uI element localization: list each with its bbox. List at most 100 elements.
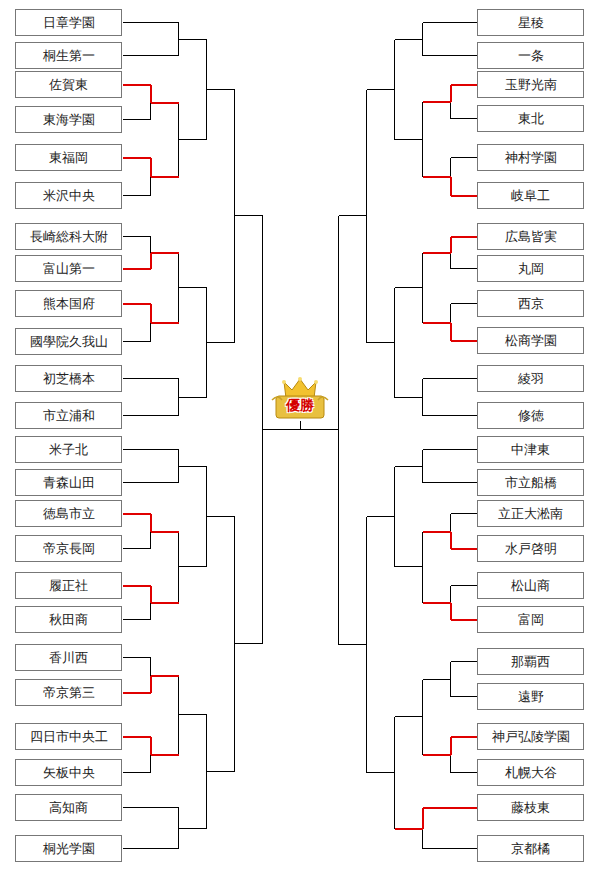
bracket-line: [150, 603, 151, 620]
bracket-line: [123, 807, 179, 808]
bracket-line: [394, 467, 395, 517]
team-box: 佐賀東: [15, 71, 122, 98]
bracket-line: [206, 517, 207, 567]
bracket-line: [339, 215, 367, 216]
bracket-line: [366, 517, 367, 645]
team-box: 丸岡: [477, 255, 584, 282]
team-box: 帝京第三: [15, 679, 122, 706]
team-name: 神村学園: [505, 151, 557, 164]
winner-line: [150, 158, 152, 177]
champion-label: 優勝: [270, 398, 330, 412]
bracket-line: [123, 22, 179, 23]
winner-line: [151, 176, 179, 178]
bracket-line: [422, 680, 423, 717]
team-box: 神村学園: [477, 144, 584, 171]
bracket-line: [263, 429, 301, 430]
bracket-line: [123, 548, 151, 549]
bracket-line: [262, 216, 263, 430]
bracket-line: [423, 22, 478, 23]
team-name: 松商学園: [505, 334, 557, 347]
bracket-line: [422, 140, 423, 177]
winner-line: [450, 323, 452, 341]
team-name: 藤枝東: [511, 801, 550, 814]
bracket-line: [178, 532, 179, 567]
bracket-line: [206, 90, 207, 140]
team-name: 東福岡: [49, 151, 88, 164]
bracket-line: [178, 676, 179, 715]
team-box: 富岡: [477, 606, 584, 633]
winner-line: [450, 85, 452, 102]
bracket-line: [422, 102, 423, 140]
team-name: 一条: [518, 49, 544, 62]
team-name: 那覇西: [511, 655, 550, 668]
bracket-line: [451, 772, 478, 773]
winner-line: [451, 548, 478, 550]
bracket-line: [395, 566, 423, 567]
bracket-line: [179, 287, 207, 288]
bracket-line: [423, 378, 478, 379]
winner-line: [423, 754, 451, 756]
winner-line: [151, 754, 179, 756]
winner-line: [150, 253, 152, 269]
bracket-line: [394, 717, 395, 773]
bracket-line: [394, 773, 395, 829]
team-box: 水戸啓明: [477, 535, 584, 562]
bracket-line: [178, 398, 179, 416]
bracket-line: [450, 680, 451, 697]
bracket-line: [395, 287, 423, 288]
bracket-line: [451, 696, 478, 697]
team-name: 京都橘: [511, 842, 550, 855]
winner-line: [123, 736, 151, 738]
bracket-line: [422, 450, 423, 467]
bracket-line: [150, 755, 151, 773]
team-name: 秋田商: [49, 613, 88, 626]
bracket-line: [301, 429, 339, 430]
team-box: 初芝橋本: [15, 365, 122, 392]
bracket-line: [423, 449, 478, 450]
bracket-line: [300, 421, 301, 430]
team-name: 綾羽: [518, 372, 544, 385]
bracket-line: [178, 23, 179, 40]
bracket-line: [450, 514, 451, 532]
bracket-line: [178, 715, 179, 755]
team-box: 桐光学園: [15, 835, 122, 862]
bracket-line: [123, 236, 151, 237]
bracket-line: [234, 517, 235, 644]
team-box: 日章学園: [15, 9, 122, 36]
bracket-line: [206, 715, 207, 772]
bracket-line: [123, 119, 151, 120]
bracket-line: [422, 23, 423, 40]
team-name: 高知商: [49, 801, 88, 814]
bracket-line: [451, 118, 478, 119]
team-name: 香川西: [49, 651, 88, 664]
team-name: 遠野: [518, 690, 544, 703]
bracket-line: [178, 288, 179, 323]
team-name: 米沢中央: [43, 189, 95, 202]
bracket-line: [394, 288, 395, 343]
bracket-line: [150, 323, 151, 342]
winner-line: [451, 84, 478, 86]
team-box: 修徳: [477, 402, 584, 429]
winner-line: [151, 602, 179, 604]
team-name: 徳島市立: [43, 507, 95, 520]
bracket-line: [366, 90, 367, 216]
winner-line: [150, 676, 152, 693]
team-box: 玉野光南: [477, 71, 584, 98]
bracket-line: [395, 139, 423, 140]
bracket-line: [422, 379, 423, 398]
winner-line: [451, 736, 478, 738]
bracket-line: [422, 467, 423, 483]
winner-line: [150, 514, 152, 532]
team-name: 富岡: [518, 613, 544, 626]
team-name: 立正大淞南: [498, 507, 563, 520]
winner-line: [123, 585, 151, 587]
bracket-line: [450, 586, 451, 603]
bracket-line: [394, 343, 395, 398]
bracket-line: [150, 177, 151, 196]
bracket-line: [179, 714, 207, 715]
bracket-line: [450, 102, 451, 119]
bracket-line: [423, 679, 451, 680]
team-box: 東海学園: [15, 106, 122, 133]
winner-line: [423, 602, 451, 604]
bracket-line: [123, 415, 179, 416]
